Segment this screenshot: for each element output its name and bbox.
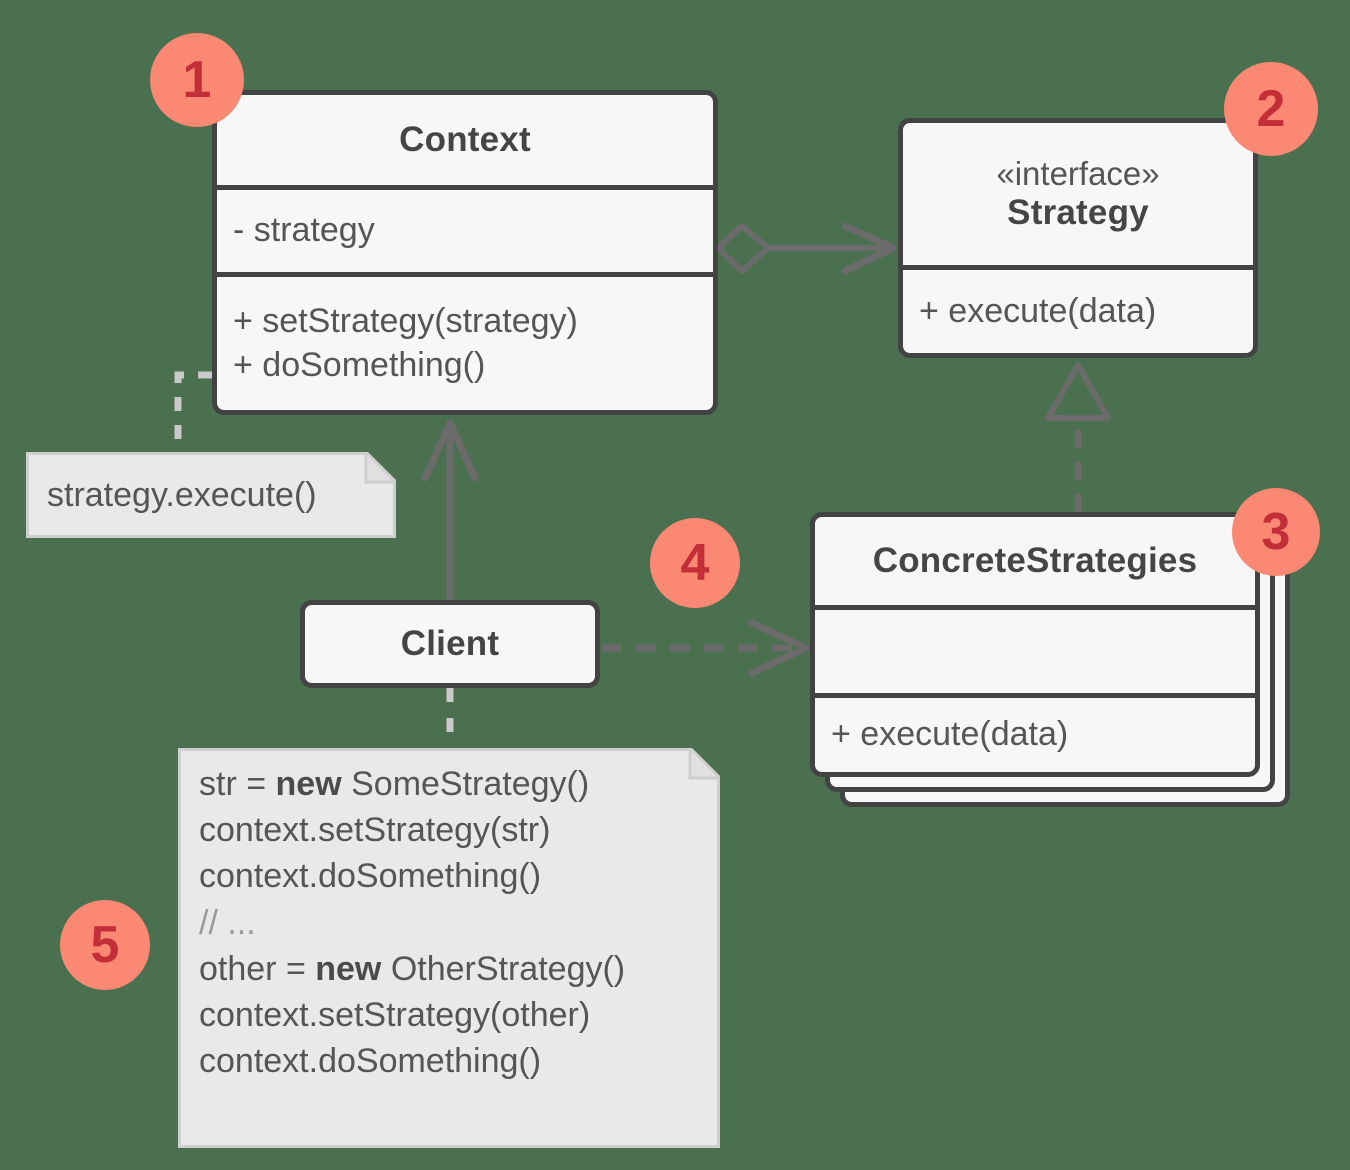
concrete-strategies-stack[interactable]: ConcreteStrategies + execute(data) xyxy=(810,512,1290,807)
context-box[interactable]: Context - strategy + setStrategy(strateg… xyxy=(212,90,718,415)
badge-3[interactable]: 3 xyxy=(1232,488,1320,576)
code-line-1-pre: str = xyxy=(199,765,276,803)
code-line-1: str = new SomeStrategy() xyxy=(199,761,699,807)
execute-note-text: strategy.execute() xyxy=(47,475,317,514)
code-note-fold-icon xyxy=(690,748,720,778)
concrete-strategies-method-execute: + execute(data) xyxy=(831,715,1069,754)
connector-client-uses-context xyxy=(421,419,479,600)
connector-context-note-link xyxy=(174,371,212,452)
concrete-strategies-title-row: ConcreteStrategies xyxy=(815,517,1255,605)
code-line-7-pre: context.doSomething() xyxy=(199,1042,542,1081)
strategy-method-execute: + execute(data) xyxy=(919,291,1157,330)
code-line-7: context.doSomething() xyxy=(199,1038,699,1084)
strategy-methods-row: + execute(data) xyxy=(903,265,1253,353)
code-line-6: context.setStrategy(other) xyxy=(199,992,699,1038)
connector-concrete-realizes-strategy xyxy=(1045,362,1111,512)
strategy-title-row: «interface» Strategy xyxy=(903,123,1253,265)
code-line-1-post: SomeStrategy() xyxy=(341,765,590,803)
client-title: Client xyxy=(400,623,500,663)
strategy-box[interactable]: «interface» Strategy + execute(data) xyxy=(898,118,1258,358)
code-line-5-keyword: new xyxy=(315,949,382,988)
code-line-3: context.doSomething() xyxy=(199,853,699,899)
strategy-stereotype: «interface» xyxy=(996,154,1160,192)
code-line-3-pre: context.doSomething() xyxy=(199,857,542,896)
note-fold-icon xyxy=(366,452,396,482)
context-method-do-something: + doSomething() xyxy=(233,345,486,384)
code-line-2-pre: context.setStrategy(str) xyxy=(199,811,551,850)
context-title: Context xyxy=(399,119,531,159)
strategy-title: Strategy xyxy=(1007,192,1149,232)
context-field-strategy: - strategy xyxy=(233,211,375,250)
concrete-strategies-fields-row xyxy=(815,605,1255,693)
code-line-5: other = new OtherStrategy() xyxy=(199,946,699,992)
code-line-4-comment: // ... xyxy=(199,903,256,942)
client-box[interactable]: Client xyxy=(300,600,600,688)
context-methods-row: + setStrategy(strategy) + doSomething() xyxy=(217,272,713,410)
code-line-2: context.setStrategy(str) xyxy=(199,807,699,853)
client-title-row: Client xyxy=(305,605,595,683)
code-line-5-post: OtherStrategy() xyxy=(381,949,626,988)
concrete-strategies-box[interactable]: ConcreteStrategies + execute(data) xyxy=(810,512,1260,777)
concrete-strategies-title: ConcreteStrategies xyxy=(872,540,1198,580)
code-line-5-pre: other = xyxy=(199,949,316,988)
code-note: str = new SomeStrategy() context.setStra… xyxy=(178,748,720,1148)
code-line-1-keyword: new xyxy=(275,765,342,803)
badge-2[interactable]: 2 xyxy=(1224,62,1318,156)
connector-context-aggregates-strategy xyxy=(715,222,897,275)
concrete-strategies-methods-row: + execute(data) xyxy=(815,693,1255,772)
context-title-row: Context xyxy=(217,95,713,185)
context-method-set-strategy: + setStrategy(strategy) xyxy=(233,301,578,340)
badge-4[interactable]: 4 xyxy=(650,518,740,608)
badge-5[interactable]: 5 xyxy=(60,900,150,990)
execute-note: strategy.execute() xyxy=(26,452,396,538)
badge-1[interactable]: 1 xyxy=(150,33,244,127)
connector-client-creates-concrete xyxy=(602,619,810,677)
context-fields-row: - strategy xyxy=(217,185,713,272)
code-line-6-pre: context.setStrategy(other) xyxy=(199,996,591,1035)
